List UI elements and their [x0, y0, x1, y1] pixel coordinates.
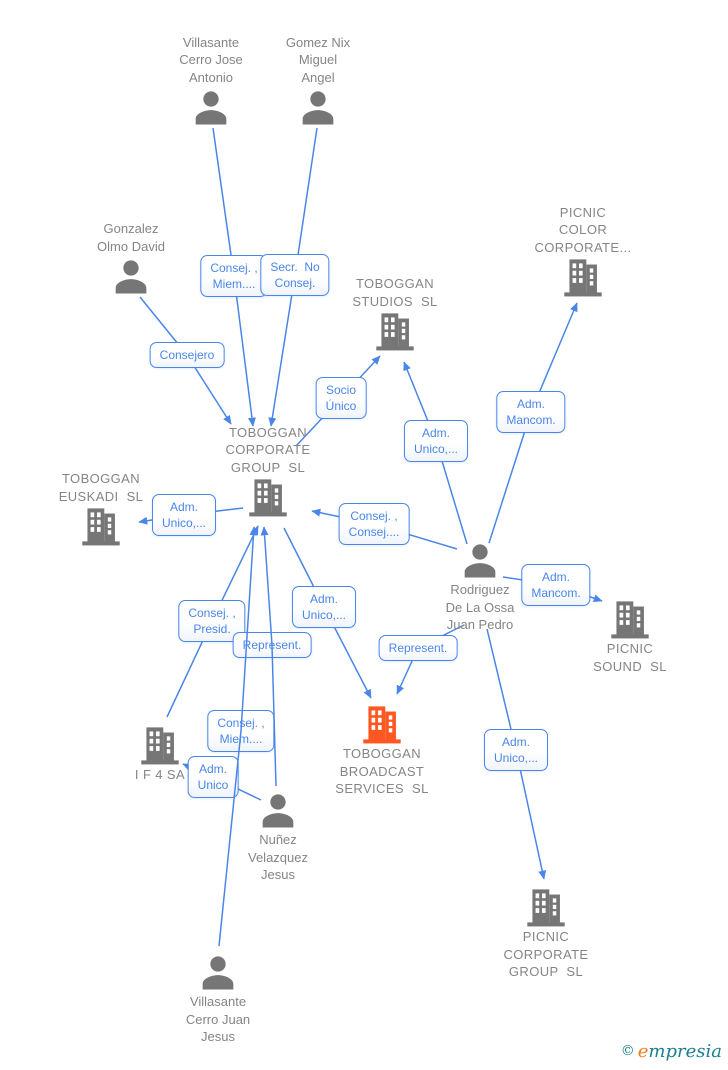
- node-picnic-sound-sl[interactable]: PICNIC SOUND SL: [593, 596, 666, 674]
- building-icon: [138, 722, 182, 768]
- edge-label-consej-consej-rodriguez-corporate: Consej. , Consej....: [338, 503, 410, 545]
- node-toboggan-euskadi-sl[interactable]: TOBOGGAN EUSKADI SL: [59, 471, 143, 549]
- edge-label-socio-unico-corporate-studios: Socio Único: [315, 377, 367, 419]
- node-gomez-nix-miguel-angel[interactable]: Gomez Nix Miguel Angel: [286, 35, 350, 130]
- edge-label-adm-unico-nunez-if4: Adm. Unico: [187, 756, 239, 798]
- building-icon: [373, 308, 417, 354]
- building-icon: [608, 596, 652, 642]
- node-toboggan-broadcast-services-sl[interactable]: TOBOGGAN BROADCAST SERVICES SL: [335, 701, 428, 796]
- node-label-picnic-corporate-group-sl: PICNIC CORPORATE GROUP SL: [503, 929, 589, 979]
- building-icon: [524, 884, 568, 930]
- person-icon: [298, 87, 338, 127]
- node-nunez-velazquez-jesus[interactable]: Nuñez Velazquez Jesus: [248, 787, 308, 882]
- node-label-toboggan-euskadi-sl: TOBOGGAN EUSKADI SL: [58, 471, 144, 504]
- node-label-rodriguez-de-la-ossa-juan-pedro: Rodriguez De La Ossa Juan Pedro: [445, 582, 515, 632]
- edge-label-consej-miem-jose: Consej. , Miem....: [200, 255, 268, 297]
- watermark-brand-text: mpresia: [648, 1041, 722, 1062]
- building-icon: [561, 254, 605, 300]
- node-label-gomez-nix-miguel-angel: Gomez Nix Miguel Angel: [285, 34, 351, 85]
- edge-label-adm-mancom-rodriguez-sound: Adm. Mancom.: [521, 564, 591, 606]
- node-picnic-color-corporate[interactable]: PICNIC COLOR CORPORATE...: [534, 205, 631, 300]
- person-icon: [460, 540, 500, 580]
- person-icon: [191, 87, 231, 127]
- person-icon: [111, 256, 151, 296]
- watermark-brand-initial: e: [637, 1041, 649, 1062]
- node-label-picnic-color-corporate: PICNIC COLOR CORPORATE...: [534, 204, 632, 255]
- empresia-watermark: ©empresia: [621, 1041, 722, 1062]
- node-label-villasante-cerro-jose-antonio: Villasante Cerro Jose Antonio: [179, 34, 243, 85]
- copyright-icon: ©: [620, 1043, 635, 1059]
- building-icon: [79, 503, 123, 549]
- node-villasante-cerro-juan-jesus[interactable]: Villasante Cerro Juan Jesus: [186, 949, 250, 1044]
- edge-label-represent-nunez-corporate: Represent.: [232, 632, 312, 658]
- node-label-villasante-cerro-juan-jesus: Villasante Cerro Juan Jesus: [185, 994, 251, 1044]
- node-label-toboggan-broadcast-services-sl: TOBOGGAN BROADCAST SERVICES SL: [335, 746, 429, 796]
- person-icon: [198, 952, 238, 992]
- building-icon: [360, 701, 404, 747]
- node-label-i-f-4-sa: I F 4 SA: [134, 767, 186, 782]
- node-rodriguez-de-la-ossa-juan-pedro[interactable]: Rodriguez De La Ossa Juan Pedro: [446, 537, 514, 632]
- node-picnic-corporate-group-sl[interactable]: PICNIC CORPORATE GROUP SL: [504, 884, 588, 979]
- node-gonzalez-olmo-david[interactable]: Gonzalez Olmo David: [97, 221, 165, 299]
- person-icon: [258, 790, 298, 830]
- node-toboggan-corporate-group-sl[interactable]: TOBOGGAN CORPORATE GROUP SL: [226, 425, 310, 520]
- building-icon: [246, 474, 290, 520]
- node-i-f-4-sa[interactable]: I F 4 SA: [135, 722, 185, 782]
- edge-label-consejero-gonzalez: Consejero: [149, 342, 225, 368]
- edge-label-consej-miem-villasante-corporate: Consej. , Miem....: [207, 710, 275, 752]
- node-label-toboggan-studios-sl: TOBOGGAN STUDIOS SL: [352, 276, 438, 309]
- node-label-nunez-velazquez-jesus: Nuñez Velazquez Jesus: [248, 832, 308, 882]
- edge-label-adm-unico-corporate-broadcast: Adm. Unico,...: [291, 586, 357, 628]
- node-label-toboggan-corporate-group-sl: TOBOGGAN CORPORATE GROUP SL: [225, 424, 311, 475]
- edge-label-represent-rodriguez-broadcast: Represent.: [378, 635, 458, 661]
- node-label-picnic-sound-sl: PICNIC SOUND SL: [593, 641, 667, 674]
- edge-label-adm-unico-rodriguez-picnic-corporate: Adm. Unico,...: [483, 729, 549, 771]
- edge-label-secr-no-consej-gomez: Secr. No Consej.: [260, 254, 330, 296]
- edge-label-adm-unico-rodriguez-studios: Adm. Unico,...: [403, 420, 469, 462]
- node-villasante-cerro-jose-antonio[interactable]: Villasante Cerro Jose Antonio: [179, 35, 243, 130]
- edge-label-adm-mancom-rodriguez-color: Adm. Mancom.: [496, 391, 566, 433]
- node-toboggan-studios-sl[interactable]: TOBOGGAN STUDIOS SL: [352, 276, 437, 354]
- node-label-gonzalez-olmo-david: Gonzalez Olmo David: [97, 221, 165, 254]
- edge-label-adm-unico-corporate-euskadi: Adm. Unico,...: [151, 494, 217, 536]
